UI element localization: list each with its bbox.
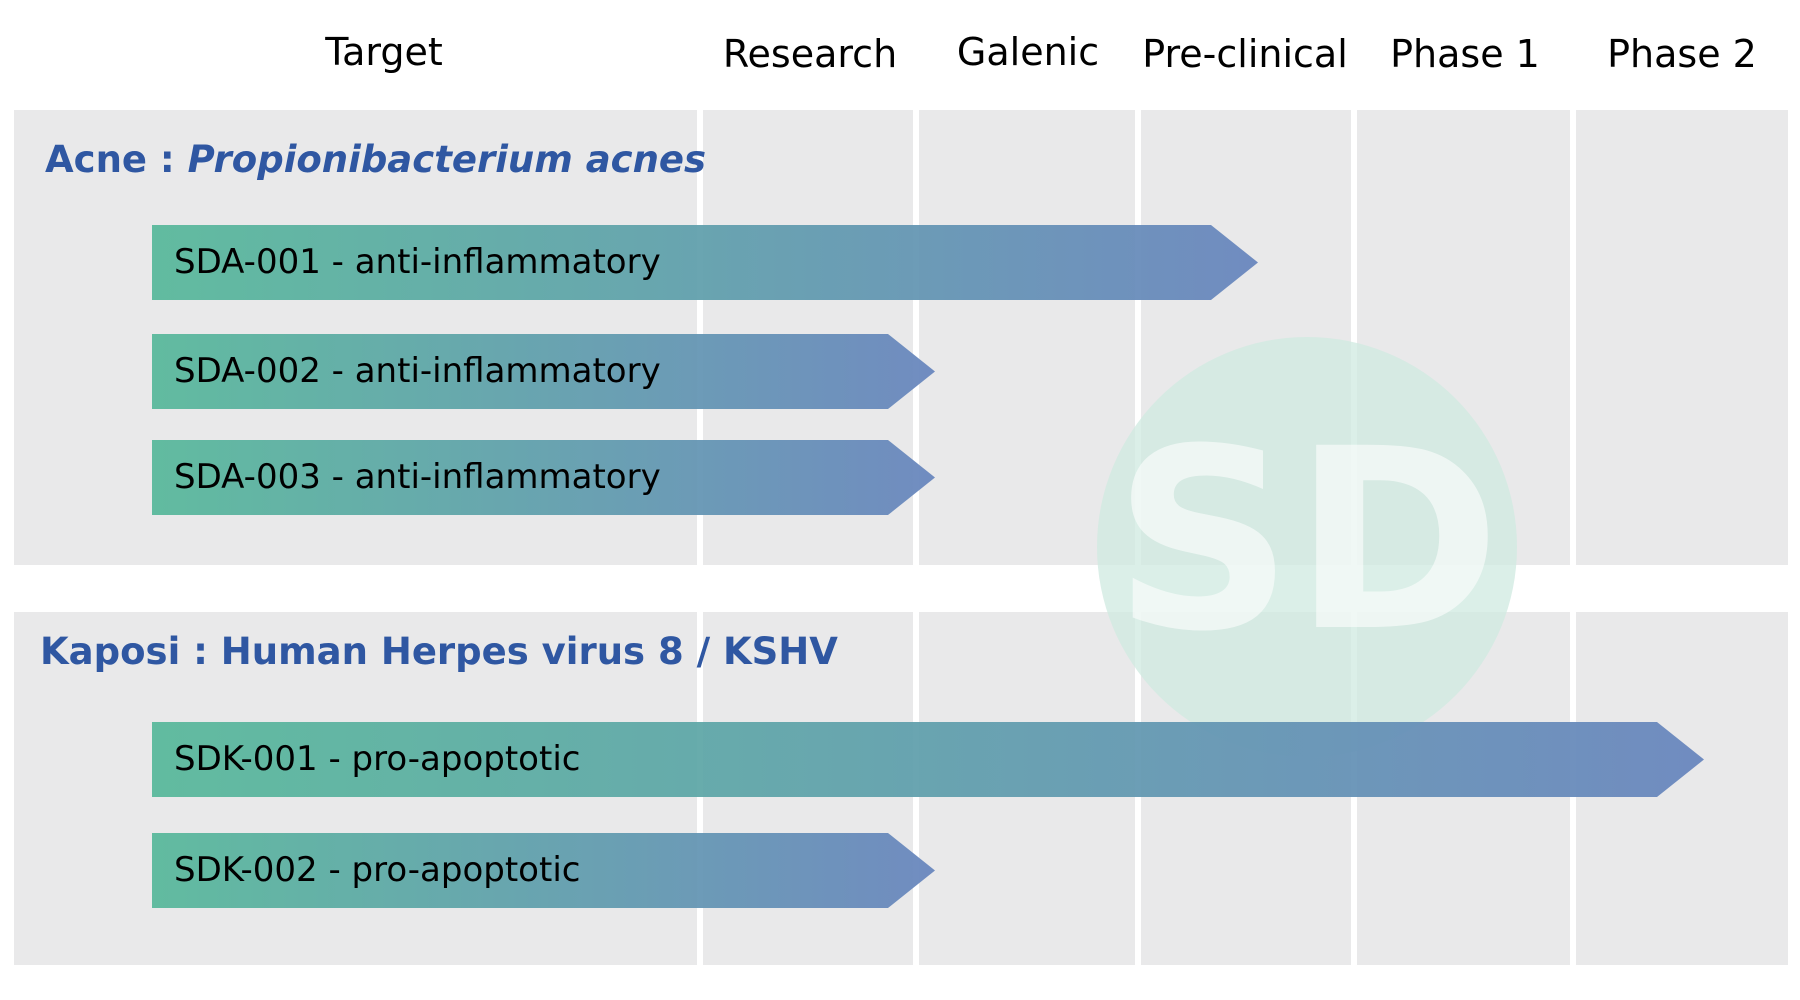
column-header-galenic: Galenic [956,30,1100,74]
acne-title-italic: Propionibacterium acnes [187,138,707,181]
acne-group-title: Acne : Propionibacterium acnes [45,138,706,181]
bar-arrow-shape [152,833,935,908]
column-header-phase2: Phase 2 [1607,32,1757,76]
pipeline-bar-sdk-001: SDK-001 - pro-apoptotic [152,722,1704,797]
bar-arrow-shape [152,440,935,515]
bar-arrow-shape [152,722,1704,797]
column-header-research: Research [722,32,898,76]
bar-label: SDA-001 - anti-inflammatory [174,242,661,282]
sd-logo-watermark: SD [1097,337,1517,757]
watermark-text: SD [1113,395,1501,686]
acne-title-prefix: Acne : [45,138,188,181]
column-divider [913,110,919,965]
column-header-preclinical: Pre-clinical [1142,32,1348,76]
column-header-target: Target [325,30,443,74]
bar-label: SDK-001 - pro-apoptotic [174,739,581,779]
column-divider [697,110,703,965]
pipeline-bar-sda-003: SDA-003 - anti-inflammatory [152,440,935,515]
column-divider [1570,110,1576,965]
bar-arrow-shape [152,334,935,409]
bar-label: SDA-002 - anti-inflammatory [174,351,661,391]
bar-label: SDA-003 - anti-inflammatory [174,457,661,497]
column-header-phase1: Phase 1 [1390,32,1540,76]
pipeline-bar-sdk-002: SDK-002 - pro-apoptotic [152,833,935,908]
bar-arrow-shape [152,225,1258,300]
pipeline-bar-sda-002: SDA-002 - anti-inflammatory [152,334,935,409]
kaposi-group-title: Kaposi : Human Herpes virus 8 / KSHV [40,630,838,673]
bar-label: SDK-002 - pro-apoptotic [174,850,581,890]
pipeline-bar-sda-001: SDA-001 - anti-inflammatory [152,225,1258,300]
